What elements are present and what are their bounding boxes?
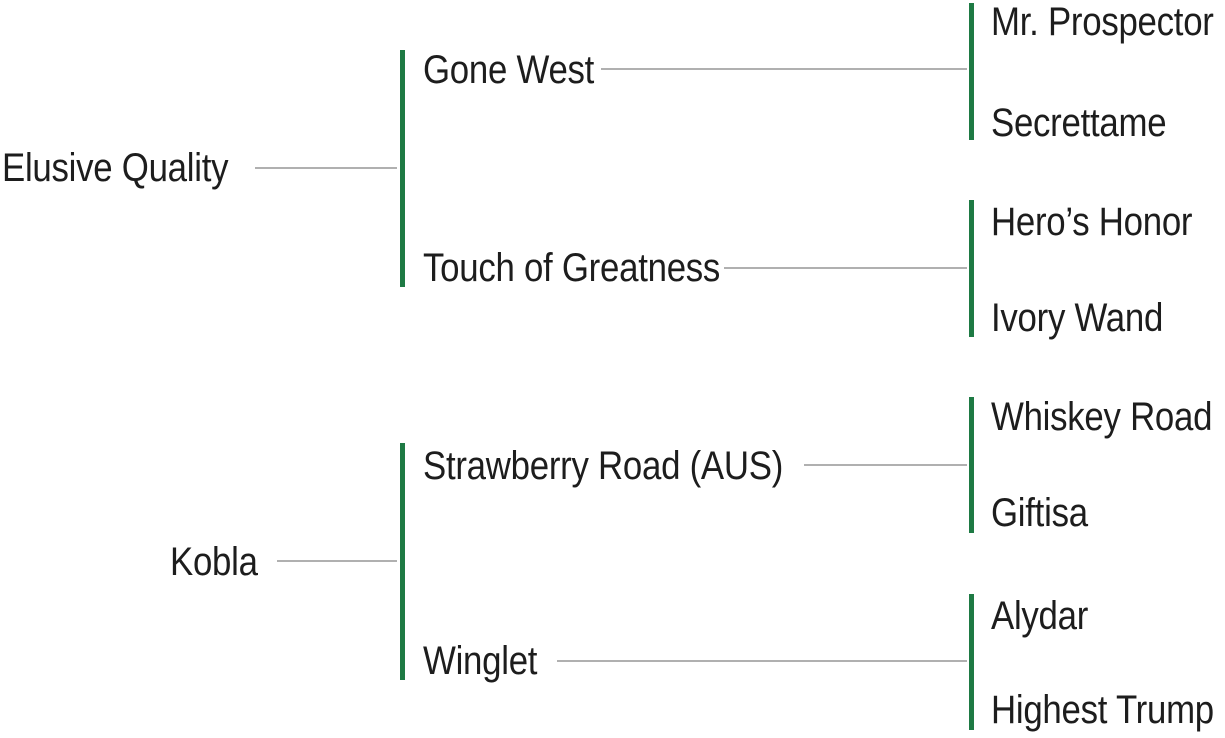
horse-name-label: Strawberry Road (AUS): [423, 444, 784, 488]
pedigree-node-highest-trump: Highest Trump: [991, 690, 1225, 730]
horse-name-label: Mr. Prospector: [991, 0, 1214, 44]
bracket-bar-touch-of-greatness-parents: [969, 200, 974, 337]
pedigree-node-alydar: Alydar: [991, 596, 1103, 636]
horse-name-label: Alydar: [991, 594, 1089, 638]
pedigree-node-kobla: Kobla: [170, 542, 271, 582]
pedigree-node-secrettame: Secrettame: [991, 103, 1193, 143]
connector-line-kobla: [277, 560, 397, 562]
pedigree-node-giftisa: Giftisa: [991, 493, 1102, 533]
bracket-bar-strawberry-road-parents: [969, 397, 974, 533]
pedigree-node-winglet: Winglet: [423, 641, 554, 681]
horse-name-label: Ivory Wand: [991, 296, 1164, 340]
bracket-bar-elusive-quality-parents: [400, 50, 405, 287]
connector-line-winglet: [557, 660, 967, 662]
horse-name-label: Elusive Quality: [2, 146, 229, 190]
bracket-bar-gone-west-parents: [969, 3, 974, 140]
horse-name-label: Touch of Greatness: [423, 246, 721, 290]
horse-name-label: Giftisa: [991, 491, 1088, 535]
pedigree-node-heros-honor: Hero’s Honor: [991, 202, 1222, 242]
horse-name-label: Kobla: [170, 540, 258, 584]
bracket-bar-winglet-parents: [969, 594, 974, 730]
connector-line-strawberry-road: [804, 464, 967, 466]
horse-name-label: Secrettame: [991, 101, 1167, 145]
connector-line-elusive-quality: [255, 167, 397, 169]
pedigree-node-whiskey-road: Whiskey Road: [991, 397, 1225, 437]
connector-line-touch-of-greatness: [724, 267, 967, 269]
horse-name-label: Winglet: [423, 639, 538, 683]
horse-name-label: Hero’s Honor: [991, 200, 1193, 244]
pedigree-node-mr-prospector: Mr. Prospector: [991, 2, 1225, 42]
horse-name-label: Whiskey Road: [991, 395, 1213, 439]
horse-name-label: Highest Trump: [991, 688, 1214, 732]
pedigree-node-ivory-wand: Ivory Wand: [991, 298, 1189, 338]
pedigree-node-elusive-quality: Elusive Quality: [2, 148, 262, 188]
bracket-bar-kobla-parents: [400, 443, 405, 680]
horse-name-label: Gone West: [423, 48, 595, 92]
pedigree-node-strawberry-road: Strawberry Road (AUS): [423, 446, 837, 486]
pedigree-node-gone-west: Gone West: [423, 50, 620, 90]
connector-line-gone-west: [601, 68, 967, 70]
pedigree-node-touch-of-greatness: Touch of Greatness: [423, 248, 764, 288]
